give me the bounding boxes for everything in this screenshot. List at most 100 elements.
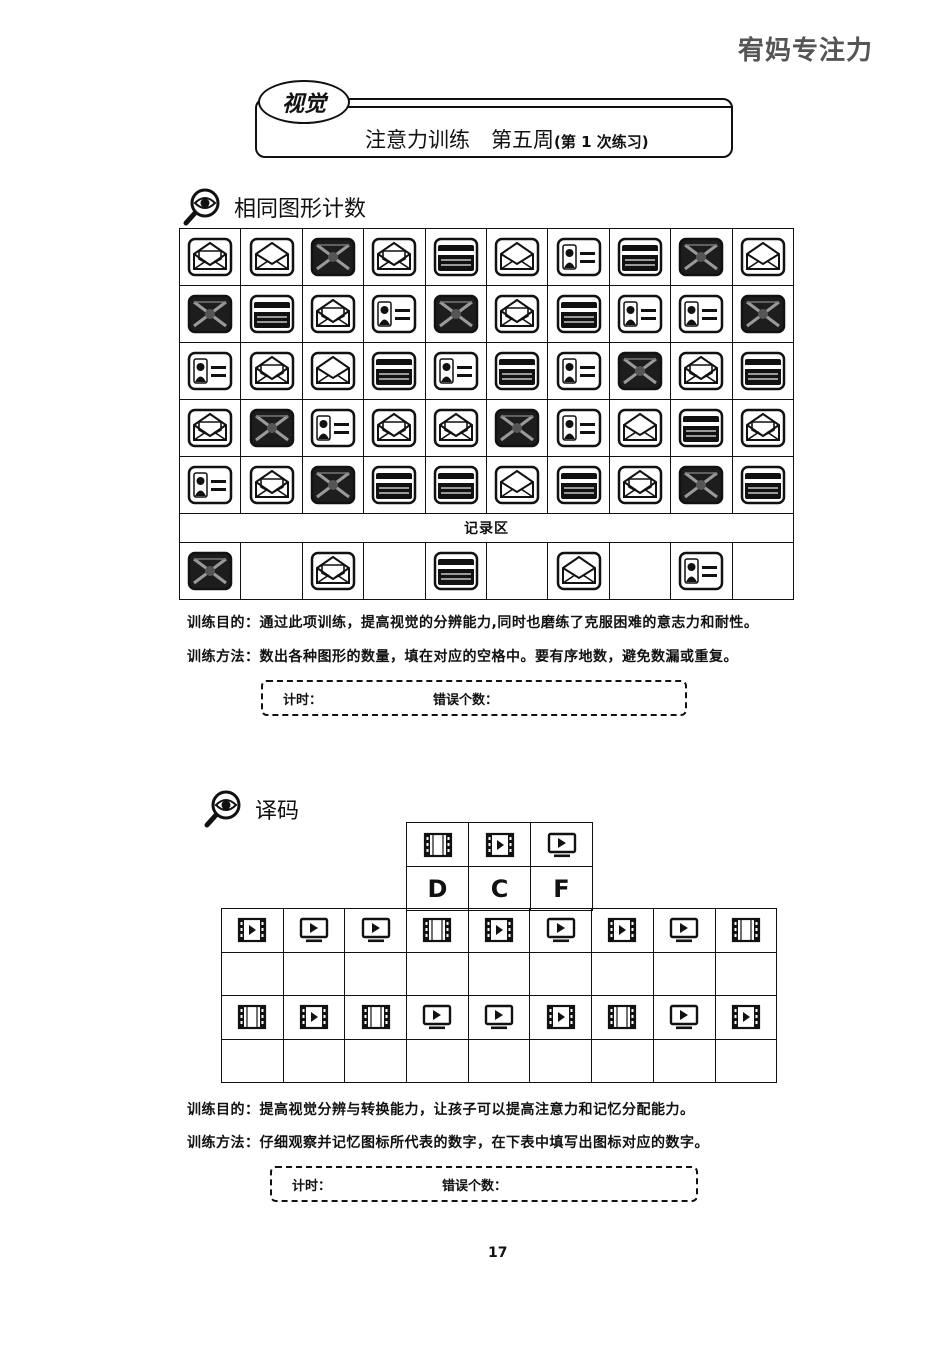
grid-cell	[608, 285, 672, 343]
grid-cell	[670, 456, 733, 514]
card-icon	[677, 407, 725, 449]
decode-icon-cell	[591, 995, 654, 1040]
grid-cell	[485, 228, 549, 286]
grid-cell	[670, 342, 733, 400]
monitor-play-icon	[544, 916, 578, 944]
banner-tag: 视觉	[258, 80, 350, 124]
decode-answer-cell[interactable]	[467, 951, 531, 996]
decode-answer-cell[interactable]	[282, 951, 346, 996]
decode-answer-cell[interactable]	[467, 1038, 531, 1083]
card-icon	[248, 293, 296, 335]
section2-title: 译码	[255, 799, 300, 824]
envelope-dark-icon	[432, 293, 480, 335]
card-icon	[370, 350, 418, 392]
envelope-icon	[555, 550, 603, 592]
monitor-play-icon	[359, 916, 393, 944]
record-answer-cell[interactable]	[731, 542, 794, 600]
record-answer-cell[interactable]	[485, 542, 549, 600]
envelope-open-icon	[370, 236, 418, 278]
record-answer-cell[interactable]	[363, 542, 426, 600]
decode-answer-cell[interactable]	[652, 951, 716, 996]
grid-cell	[670, 399, 733, 457]
envelope-open-icon	[677, 350, 725, 392]
grid-cell	[178, 285, 242, 343]
grid-cell	[363, 399, 426, 457]
film-play-icon	[729, 1003, 763, 1031]
grid-cell	[301, 342, 365, 400]
decode-icon-cell	[467, 995, 531, 1040]
record-label-row: 记录区	[179, 513, 794, 543]
decode-icon-row	[221, 908, 778, 953]
id-card-icon	[186, 464, 234, 506]
card-icon	[432, 236, 480, 278]
decode-answer-cell[interactable]	[221, 1038, 284, 1083]
decode-icon-cell	[714, 908, 778, 953]
record-row	[178, 542, 794, 600]
grid-cell	[731, 342, 794, 400]
decode-answer-cell[interactable]	[406, 951, 469, 996]
key-letter-cell: F	[530, 866, 593, 911]
grid-cell	[178, 399, 242, 457]
decode-answer-cell[interactable]	[714, 951, 778, 996]
decode-answer-cell[interactable]	[529, 1038, 593, 1083]
decode-answer-cell[interactable]	[714, 1038, 778, 1083]
decode-icon-cell	[652, 908, 716, 953]
record-answer-cell[interactable]	[608, 542, 672, 600]
card-icon	[370, 464, 418, 506]
decode-icon-cell	[591, 908, 654, 953]
decode-answer-row	[221, 951, 778, 996]
decode-icon-cell	[406, 908, 469, 953]
decode-answer-cell[interactable]	[344, 1038, 408, 1083]
film-strip-icon	[729, 916, 763, 944]
envelope-dark-icon	[493, 407, 541, 449]
key-icon-cell	[530, 822, 593, 867]
decode-answer-cell[interactable]	[591, 951, 654, 996]
decode-answer-cell[interactable]	[591, 1038, 654, 1083]
record-area-label: 记录区	[179, 513, 794, 543]
record-answer-cell[interactable]	[240, 542, 303, 600]
decode-answer-cell[interactable]	[344, 951, 408, 996]
section2-purpose: 训练目的：提高视觉分辨与转换能力，让孩子可以提高注意力和记忆分配能力。	[187, 1102, 695, 1118]
lesson-title-main: 注意力训练 第五周	[365, 128, 554, 152]
grid-cell	[178, 342, 242, 400]
envelope-dark-icon	[186, 293, 234, 335]
grid-cell	[240, 228, 303, 286]
record-icon-cell	[424, 542, 487, 600]
id-card-icon	[555, 236, 603, 278]
envelope-open-icon	[186, 407, 234, 449]
envelope-open-icon	[309, 293, 357, 335]
monitor-play-icon	[545, 831, 579, 859]
film-strip-icon	[421, 831, 455, 859]
id-card-icon	[370, 293, 418, 335]
grid-cell	[608, 342, 672, 400]
card-icon	[739, 350, 787, 392]
film-play-icon	[297, 1003, 331, 1031]
grid-row	[178, 399, 794, 457]
grid-cell	[424, 399, 487, 457]
decode-answer-cell[interactable]	[529, 951, 593, 996]
decode-answer-cell[interactable]	[282, 1038, 346, 1083]
grid-cell	[547, 228, 610, 286]
decode-answer-cell[interactable]	[652, 1038, 716, 1083]
decode-icon-cell	[344, 908, 408, 953]
decode-answer-cell[interactable]	[406, 1038, 469, 1083]
errors-label: 错误个数：	[433, 692, 499, 708]
grid-cell	[178, 456, 242, 514]
brand-watermark: 宥妈专注力	[738, 36, 874, 66]
film-strip-icon	[605, 1003, 639, 1031]
lesson-title-sub: (第 1 次练习)	[554, 133, 649, 151]
id-card-icon	[186, 350, 234, 392]
decode-answer-cell[interactable]	[221, 951, 284, 996]
section1-method: 训练方法：数出各种图形的数量，填在对应的空格中。要有序地数，避免数漏或重复。	[187, 649, 738, 665]
lesson-title: 注意力训练 第五周(第 1 次练习)	[365, 124, 649, 154]
grid-cell	[301, 285, 365, 343]
decode-icon-cell	[529, 995, 593, 1040]
grid-row	[178, 342, 794, 400]
envelope-icon	[739, 236, 787, 278]
envelope-dark-icon	[248, 407, 296, 449]
card-icon	[432, 464, 480, 506]
envelope-open-icon	[248, 464, 296, 506]
grid-cell	[424, 228, 487, 286]
key-letter-cell: C	[468, 866, 531, 911]
